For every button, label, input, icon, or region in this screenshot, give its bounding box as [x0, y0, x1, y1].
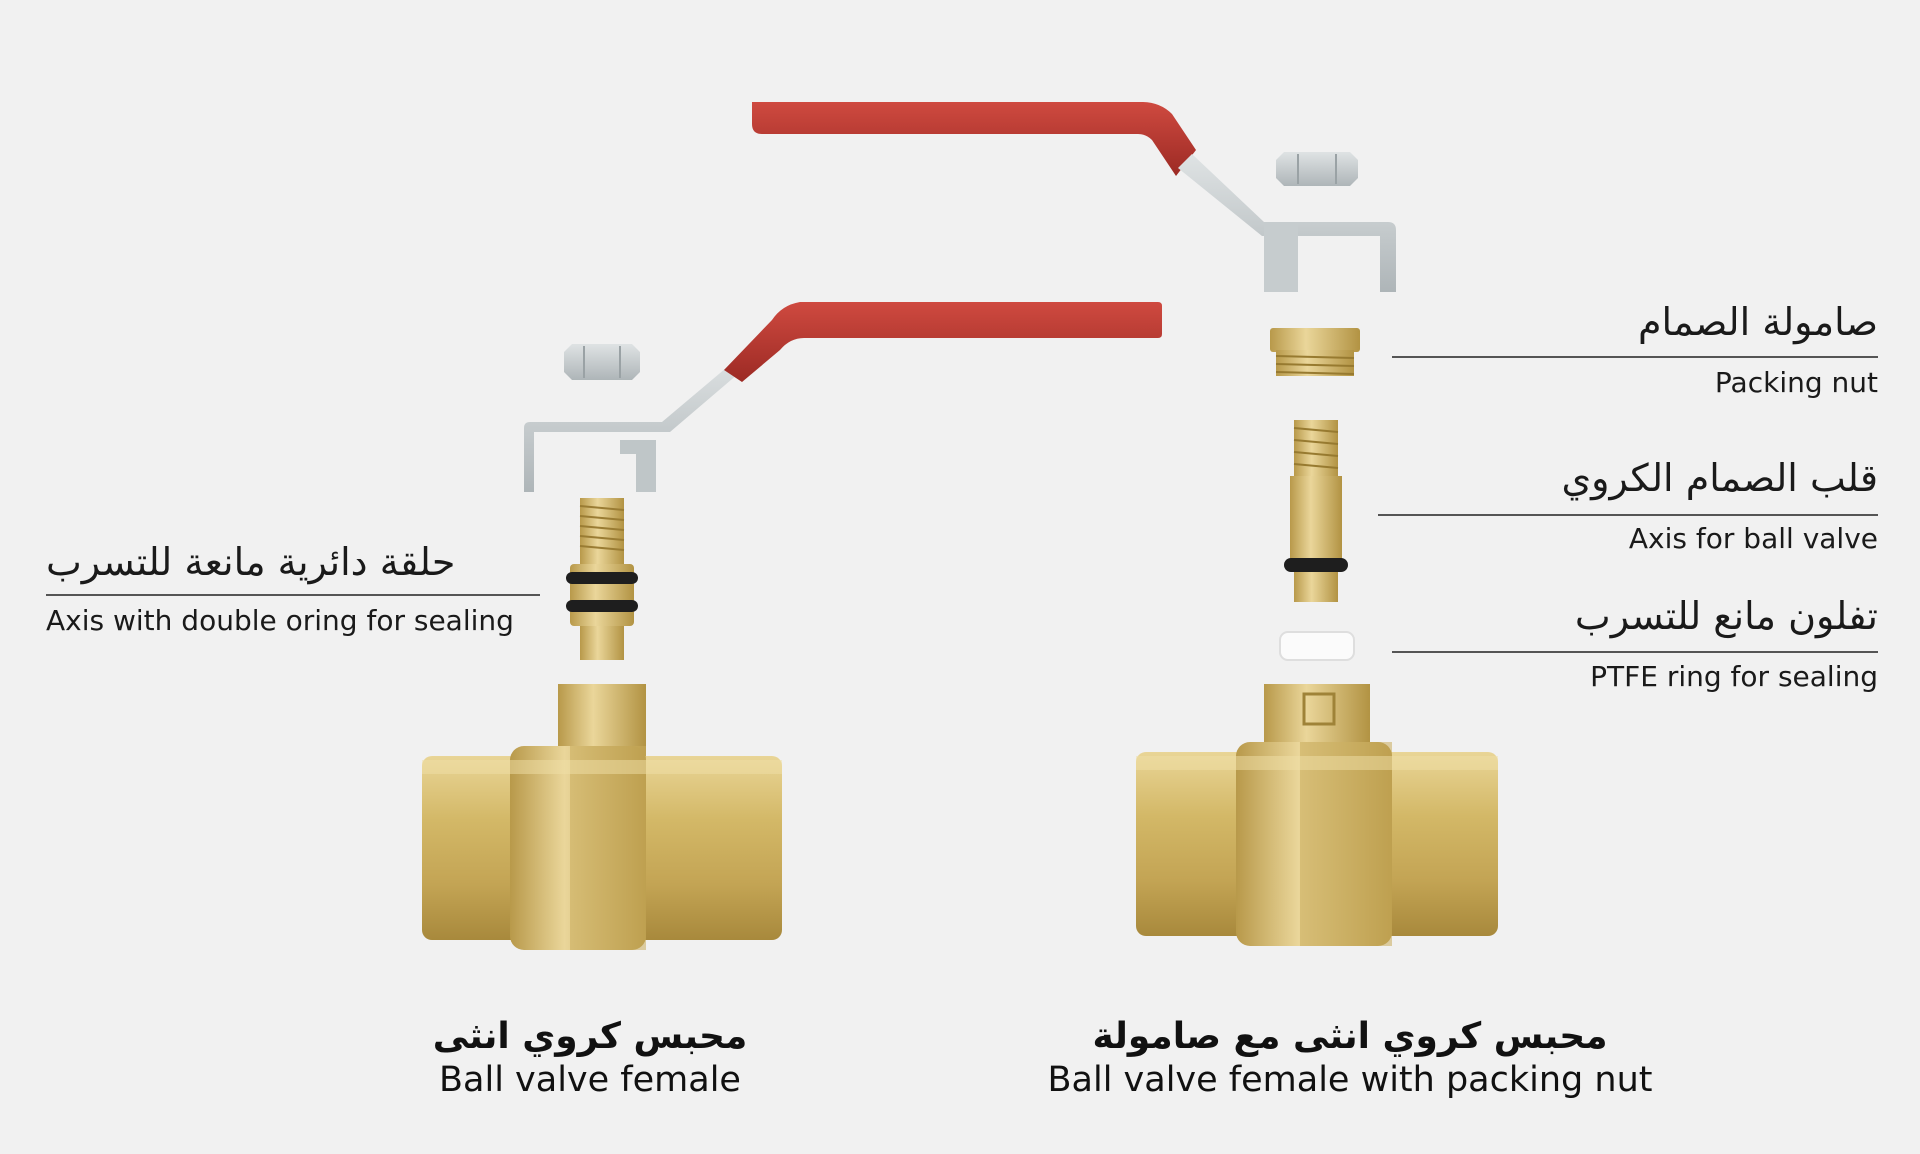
- packing-nut-leader-line: [1392, 356, 1878, 358]
- axis-ball-valve-leader-line: [1378, 514, 1878, 516]
- right-handle: [752, 102, 1396, 292]
- left-valve-body: [422, 684, 782, 950]
- left-caption-en: Ball valve female: [439, 1060, 741, 1100]
- left-handle: [524, 302, 1162, 492]
- left-stem-double-oring: [566, 498, 638, 660]
- ptfe-ring-label-ar: تفلون مانع للتسرب: [1574, 594, 1878, 638]
- left-hex-nut: [564, 344, 640, 380]
- packing-nut-label-en: Packing nut: [1714, 366, 1878, 399]
- right-hex-nut: [1276, 152, 1358, 186]
- left-caption-ar: محبس كروي انثى: [432, 1016, 748, 1057]
- packing-nut-label-ar: صامولة الصمام: [1637, 300, 1878, 344]
- packing-nut-part: [1270, 328, 1360, 376]
- ptfe-ring-label-en: PTFE ring for sealing: [1590, 660, 1878, 693]
- right-valve-body: [1136, 684, 1498, 946]
- right-caption-en: Ball valve female with packing nut: [1047, 1060, 1653, 1100]
- right-ball-valve: [752, 102, 1498, 946]
- ptfe-ring-part: [1279, 631, 1355, 661]
- left-ball-valve: [422, 302, 1162, 950]
- ball-valve-axis-part: [1284, 420, 1348, 602]
- axis-ball-valve-label-ar: قلب الصمام الكروي: [1561, 456, 1878, 500]
- double-oring-label-en: Axis with double oring for sealing: [46, 604, 514, 637]
- right-caption-ar: محبس كروي انثى مع صامولة: [1092, 1016, 1608, 1057]
- axis-ball-valve-label-en: Axis for ball valve: [1628, 522, 1878, 555]
- double-oring-label-ar: حلقة دائرية مانعة للتسرب: [46, 540, 456, 584]
- double-oring-leader-line: [46, 594, 540, 596]
- ptfe-ring-leader-line: [1392, 651, 1878, 653]
